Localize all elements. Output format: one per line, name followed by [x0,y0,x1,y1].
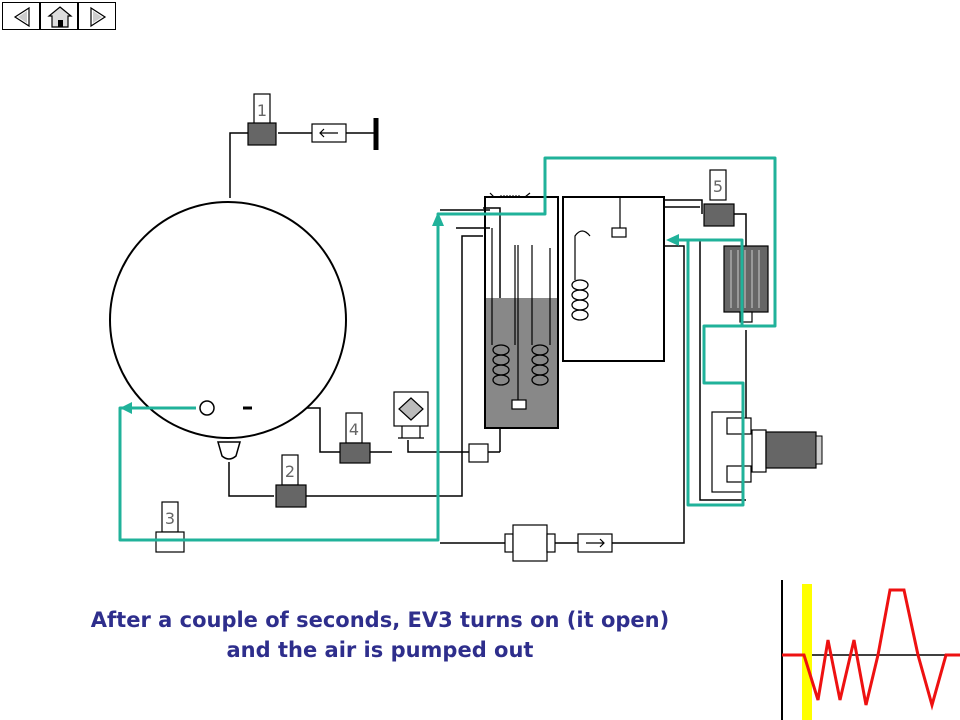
inline-filter [504,524,556,562]
caption: After a couple of seconds, EV3 turns on … [0,605,760,665]
valve-3: 3 [155,501,185,553]
vacuum-gauge [393,391,429,439]
arrow-left-icon [13,6,30,28]
home-icon [47,6,73,28]
valve-1-label: 1 [257,101,267,120]
arrow-right-icon [90,6,107,28]
tank-drain [217,441,241,460]
check-valve-bottom [577,533,613,553]
small-filter [468,443,489,463]
prev-slide-button[interactable] [2,2,40,30]
next-slide-button[interactable] [78,2,116,30]
valve-5: 5 [703,169,735,227]
home-button[interactable] [40,2,78,30]
valve-2-label: 2 [285,462,295,481]
vacuum-pump [723,245,769,323]
timing-waveform [781,580,960,720]
time-marker [802,584,812,720]
vacuum-tank [109,201,347,439]
valve-2: 2 [275,454,307,508]
caption-line-2: and the air is pumped out [226,638,534,662]
valve-3-label: 3 [165,509,175,528]
valve-1: 1 [247,93,277,146]
motor [711,411,823,493]
valve-4: 4 [339,412,371,464]
valve-5-label: 5 [713,177,723,196]
liquid-tank [484,192,559,429]
nav-bar [0,0,120,32]
tank-inlet-port [199,400,215,416]
condenser-tank [562,196,665,362]
air-flow-path [118,156,777,542]
valve-4-label: 4 [349,420,359,439]
caption-line-1: After a couple of seconds, EV3 turns on … [90,608,670,632]
flow-arrows [120,212,679,414]
